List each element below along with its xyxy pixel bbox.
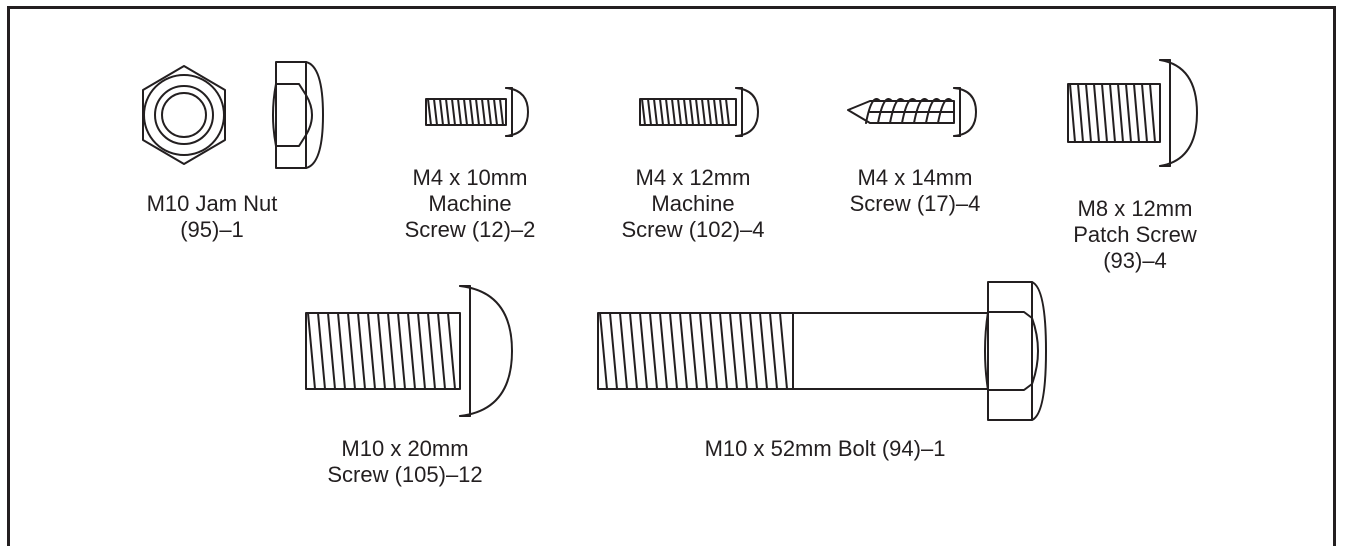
label-line: Screw (17)–4 — [849, 191, 981, 216]
m4x10-label: M4 x 10mm Machine Screw (12)–2 — [385, 165, 555, 243]
m10x52-label: M10 x 52mm Bolt (94)–1 — [670, 436, 980, 462]
jam-nut-side-icon — [273, 62, 323, 168]
label-line: (93)–4 — [1103, 248, 1167, 273]
jam-nut-label: M10 Jam Nut (95)–1 — [127, 191, 297, 243]
label-line: M10 Jam Nut — [146, 191, 278, 216]
parts-panel-border — [7, 6, 1336, 546]
label-line: Screw (12)–2 — [404, 217, 536, 242]
label-line: Machine — [428, 191, 512, 216]
m4x14-screw-icon — [848, 88, 976, 136]
m4x14-label: M4 x 14mm Screw (17)–4 — [840, 165, 990, 217]
m4x12-machine-screw-icon — [640, 88, 758, 136]
label-line: M4 x 12mm — [635, 165, 751, 190]
m10x20-label: M10 x 20mm Screw (105)–12 — [310, 436, 500, 488]
m10x20-screw-icon — [306, 286, 512, 416]
m10x52-bolt-icon — [598, 282, 1046, 420]
label-line: (95)–1 — [180, 217, 244, 242]
m4x12-label: M4 x 12mm Machine Screw (102)–4 — [603, 165, 783, 243]
label-line: Machine — [651, 191, 735, 216]
label-line: Screw (105)–12 — [327, 462, 483, 487]
m4x10-machine-screw-icon — [426, 88, 528, 136]
m8x12-patch-screw-icon — [1068, 60, 1197, 166]
m8x12-label: M8 x 12mm Patch Screw (93)–4 — [1055, 196, 1215, 274]
label-line: M4 x 14mm — [857, 165, 973, 190]
label-line: M10 x 20mm — [341, 436, 469, 461]
label-line: M10 x 52mm Bolt (94)–1 — [704, 436, 946, 461]
jam-nut-front-icon — [143, 66, 225, 164]
label-line: Patch Screw — [1073, 222, 1197, 247]
label-line: M8 x 12mm — [1077, 196, 1193, 221]
hardware-illustrations — [0, 0, 1351, 533]
label-line: Screw (102)–4 — [621, 217, 765, 242]
label-line: M4 x 10mm — [412, 165, 528, 190]
